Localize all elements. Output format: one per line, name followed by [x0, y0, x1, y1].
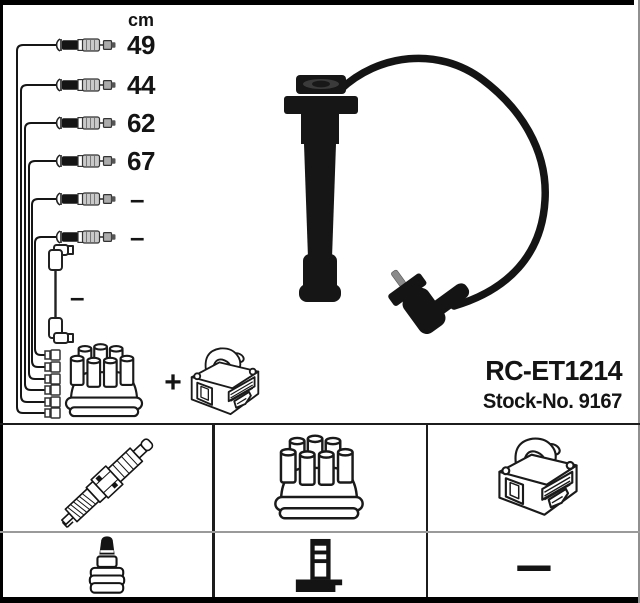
- border-right: [638, 0, 640, 603]
- table-dash: –: [515, 532, 553, 595]
- plus-sign: +: [164, 366, 182, 399]
- stock-number: Stock-No. 9167: [482, 390, 623, 413]
- border-left: [0, 0, 3, 603]
- cable-length: 49: [127, 30, 155, 60]
- ignition-cable-icon: [54, 37, 116, 53]
- table-column-divider: [212, 425, 215, 597]
- table-row-divider: [0, 531, 640, 533]
- ignition-coil-icon: [188, 340, 262, 418]
- table-top-border: [0, 423, 640, 426]
- border-top: [0, 0, 634, 5]
- border-bottom: [0, 597, 640, 603]
- lead-lines: [16, 44, 61, 419]
- spark-plug-icon: [61, 438, 154, 528]
- cable-length: –: [130, 222, 144, 252]
- distributor-cap-icon: [62, 342, 146, 420]
- cable-length: 44: [127, 70, 155, 100]
- ignition-coil-icon: [495, 429, 581, 519]
- ignition-cable-icon: [54, 191, 116, 207]
- ignition-cable-icon: [54, 77, 116, 93]
- cable-length: 67: [127, 146, 155, 176]
- distributor-terminal-icon: [295, 538, 343, 592]
- part-identifiers: RC-ET1214 Stock-No. 9167: [380, 355, 623, 414]
- ignition-cable-icon: [54, 115, 116, 131]
- cable-length: –: [130, 184, 144, 214]
- distributor-cap-icon: [272, 430, 366, 526]
- table-column-divider: [426, 425, 428, 597]
- plug-terminal-boot-icon: [88, 536, 126, 594]
- coil-wire-length: –: [70, 282, 84, 312]
- part-number: RC-ET1214: [485, 355, 622, 386]
- ignition-cable-icon: [54, 153, 116, 169]
- ignition-lead-photo: [284, 54, 549, 335]
- coil-wire-icon: [48, 244, 74, 344]
- unit-header: cm: [128, 10, 155, 30]
- cable-length: 62: [127, 108, 155, 138]
